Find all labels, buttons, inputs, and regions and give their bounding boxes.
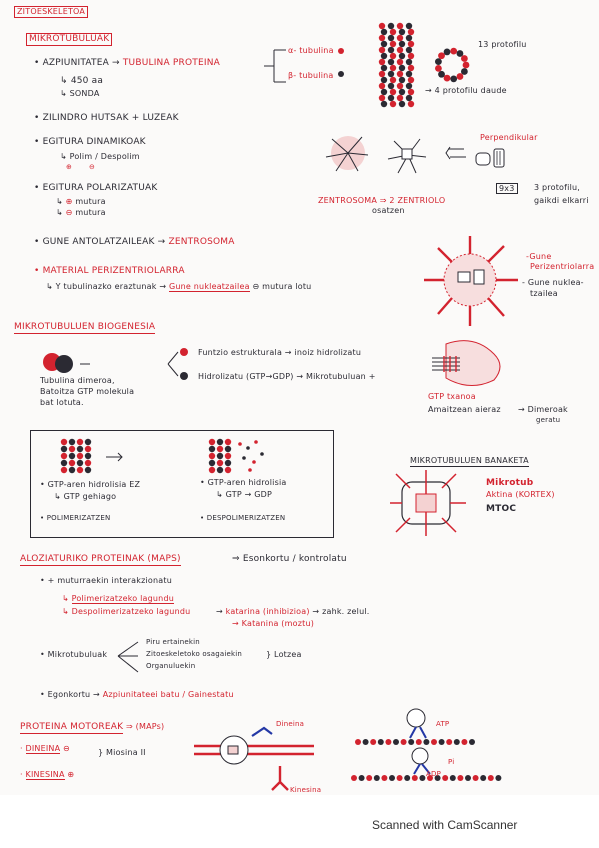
- protofilu-3-label: 3 protofilu,: [534, 183, 581, 192]
- route-hydrolysis: Hidrolizatu (GTP→GDP) → Mikrotubuluan +: [198, 372, 376, 381]
- gtp-cap-drawing: [432, 340, 501, 386]
- mikrotub-label: Mikrotub: [486, 478, 534, 488]
- gune-label-2: Perizentriolarra: [530, 262, 595, 271]
- pericentriolar-drawing: [424, 236, 518, 326]
- mtoc-label: MTOC: [486, 504, 517, 514]
- arrow-icon: [106, 452, 123, 462]
- polim-despolim: ↳ Polim / Despolim: [60, 152, 140, 161]
- dimer-text-3: bat lotuta.: [40, 398, 84, 407]
- bullet-azpiunitatea: • AZPIUNITATEA → TUBULINA PROTEINA: [34, 58, 221, 68]
- polarity-minus: ↳ ⊖ mutura: [56, 208, 106, 217]
- gune-label-3: - Gune nuklea-: [522, 278, 584, 287]
- ninexthree-box: 9x3: [496, 183, 518, 194]
- box-left-1: • GTP-aren hidrolisia EZ: [40, 480, 141, 489]
- gtp-cap-label: GTP txanoa: [428, 392, 476, 401]
- bullet-material: • MATERIAL PERIZENTRIOLARRA: [34, 266, 185, 276]
- maps-bullet-3: • Egonkortu → Azpiunitateei batu / Gaine…: [40, 690, 234, 699]
- motor-walking-drawing: [351, 708, 502, 781]
- section-heading-mikrotubuluak: MIKROTUBULUAK: [26, 33, 113, 46]
- elkarri-label: gaikdi elkarri: [534, 196, 589, 205]
- zentriolo-osatzen: osatzen: [372, 206, 405, 215]
- maps-piru: Piru ertainekin: [146, 638, 200, 646]
- section-heading-banaketa: MIKROTUBULUEN BANAKETA: [410, 456, 529, 467]
- dineina-drawing-label: Dineina: [276, 720, 305, 728]
- kinesina-label: · KINESINA ⊕: [20, 770, 75, 780]
- maps-katanina: → Katanina (moztu): [232, 619, 315, 628]
- cell-distribution-drawing: [390, 470, 466, 536]
- page-title: ZITOESKELETOA: [14, 6, 89, 18]
- dineina-label: · DINEINA ⊖: [20, 744, 70, 754]
- tubulina-length: ↳ 450 aa: [60, 76, 104, 86]
- polarity-plus: ↳ ⊕ mutura: [56, 197, 106, 206]
- bullet-gune-antolatzaileak: • GUNE ANTOLATZAILEAK → Zentrosoma: [34, 237, 235, 247]
- material-sub: ↳ Y tubulinazko eraztunak → Gune nukleat…: [46, 282, 312, 292]
- polymerizing-drawing: [60, 438, 92, 474]
- aktina-label: Aktina (KORTEX): [486, 490, 555, 499]
- bullet-zilindro: • ZILINDRO HUTSAK + LUZEAK: [34, 113, 179, 123]
- tubulina-dot-icons: [338, 48, 344, 77]
- bullet-dinamikoak: • EGITURA DINAMIKOAK: [34, 137, 146, 147]
- microtubule-column-drawing: [378, 22, 415, 108]
- maps-bullet-2: • Mikrotubuluak: [40, 650, 108, 659]
- branch-icon: [117, 641, 139, 673]
- centriole-cylinders-icon: [475, 148, 505, 168]
- maps-polimerizatzeko: ↳ Polimerizatzeko lagundu: [62, 594, 174, 604]
- zentrosoma-label: ZENTROSOMA ⇒ 2 zentriolo: [318, 196, 446, 205]
- notebook-sheet: ZITOESKELETOA MIKROTUBULUAK • AZPIUNITAT…: [14, 6, 595, 794]
- motor-proteins-drawing: [194, 726, 314, 791]
- tubulina-sonda: ↳ SONDA: [60, 89, 100, 98]
- maps-bullet-1: • + muturraekin interakzionatu: [40, 576, 172, 585]
- section-heading-motoreak: PROTEINA MOTOREAK: [20, 722, 124, 734]
- box-right-2: ↳ GTP → GDP: [216, 490, 273, 499]
- dimer-text-2: Batoitza GTP molekula: [40, 387, 135, 396]
- amaitu-label-2: → Dimeroak: [518, 405, 568, 414]
- box-left-2: ↳ GTP gehiago: [54, 492, 117, 501]
- perpendikular-label: Perpendikular: [480, 133, 538, 142]
- centrosome-drawing: [325, 136, 466, 174]
- bullet-polarizatuak: • EGITURA POLARIZATUAK: [34, 183, 158, 193]
- gune-label-1: -Gune: [526, 252, 552, 261]
- microtubule-ring-drawing: [435, 47, 470, 83]
- pi-label: Pi: [448, 758, 455, 766]
- maps-organulu: Organuluekin: [146, 662, 196, 670]
- gune-label-4: tzailea: [530, 289, 558, 298]
- maps-katarina: → katarina (inhibizioa) → zahk. zelul.: [216, 607, 370, 616]
- amaitu-label-3: geratu: [536, 416, 561, 424]
- maps-despolimerizatzeko: ↳ Despolimerizatzeko lagundu: [62, 607, 191, 616]
- depolymerizing-drawing: [208, 438, 264, 474]
- motoreak-value: ⇒ (MAPs): [126, 722, 165, 731]
- protofilu-13-label: 13 protofilu: [478, 40, 527, 49]
- polymerization-box: [30, 430, 334, 538]
- tubulin-dimer-icon: [43, 353, 90, 373]
- protofilu-4-label: → 4 protofilu daude: [425, 86, 507, 95]
- branch-arrow-icon: [264, 49, 286, 83]
- box-right-1: • GTP-aren hidrolisia: [200, 478, 287, 487]
- route-structural: Funtzio estrukturala → inoiz hidrolizatu: [198, 348, 362, 357]
- adp-label: ADP: [426, 770, 441, 778]
- miosina-label: } Miosina II: [98, 748, 146, 757]
- kinesina-drawing-label: Kinesina: [290, 786, 322, 794]
- box-left-3: • POLIMERIZATZEN: [40, 514, 111, 522]
- section-heading-maps: ALOZIATURIKO PROTEINAK (MAPs): [20, 554, 181, 566]
- beta-tubulina-label: β- tubulina: [288, 71, 334, 80]
- atp-label: ATP: [436, 720, 450, 728]
- scanner-footer: Scanned with CamScanner: [372, 818, 518, 832]
- section-heading-biogenesia: MIKROTUBULUEN BIOGENESIA: [14, 322, 156, 334]
- dimer-text-1: Tubulina dimeroa,: [40, 376, 115, 385]
- box-right-3: • DESPOLIMERIZATZEN: [200, 514, 286, 522]
- maps-zitoeskeleto: Zitoeskeletoko osagaiekin: [146, 650, 243, 658]
- polim-signs: ⊕ ⊖: [66, 163, 96, 171]
- amaitu-label-1: Amaitzean aieraz: [428, 405, 501, 414]
- maps-value: ⇒ Esonkortu / kontrolatu: [232, 554, 347, 564]
- gtp-dot-icons: [167, 348, 188, 380]
- alpha-tubulina-label: α- tubulina: [288, 46, 334, 55]
- maps-lotzea: } Lotzea: [266, 650, 302, 659]
